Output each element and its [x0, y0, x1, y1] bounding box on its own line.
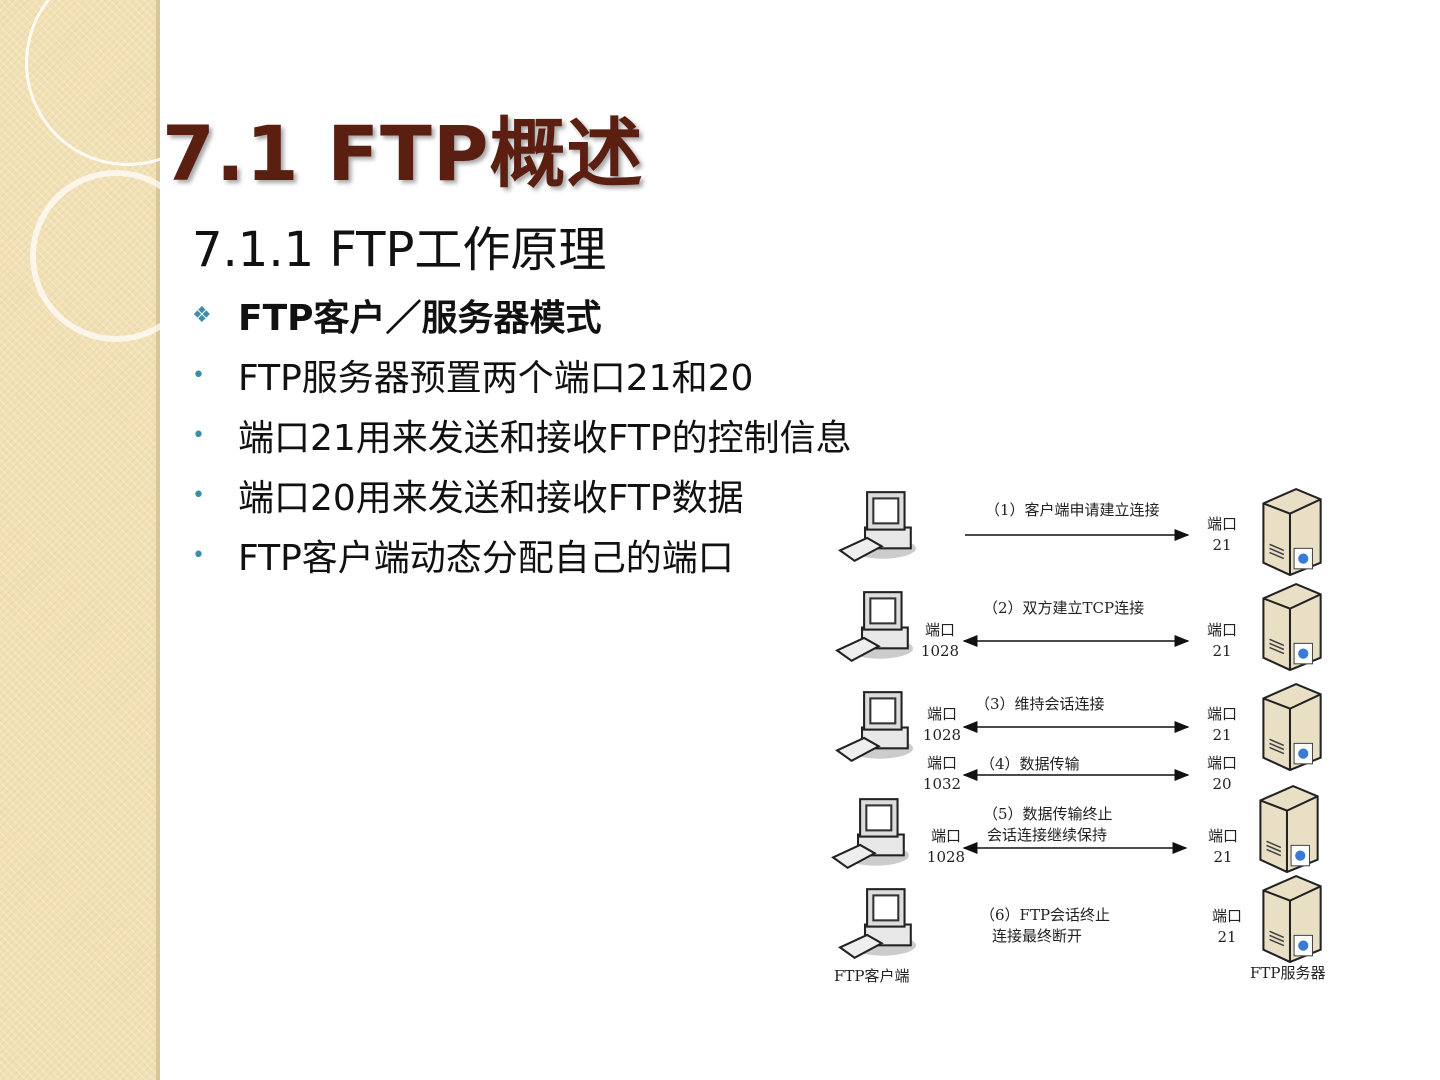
port-number: 1032: [922, 775, 962, 793]
step-1-label: （1）客户端申请建立连接: [985, 501, 1160, 519]
client-caption: FTP客户端: [834, 967, 910, 985]
port-number: 21: [1212, 726, 1232, 744]
client-computer-icon: [831, 798, 911, 869]
bullet-text: FTP客户／服务器模式: [238, 298, 602, 339]
port-number: 21: [1217, 928, 1237, 946]
dot-bullet-icon: •: [192, 482, 205, 508]
server-port: 端口 21: [1205, 906, 1249, 948]
port-number: 1028: [920, 642, 960, 660]
step-6-label: （6）FTP会话终止连接最终断开: [980, 905, 1110, 947]
bullet-item: ❖ FTP客户／服务器模式: [192, 285, 852, 345]
slide-title: 7.1 FTP概述: [162, 109, 644, 198]
dot-bullet-icon: •: [192, 362, 205, 388]
port-number: 20: [1212, 775, 1232, 793]
client-computer-icon: [838, 491, 918, 562]
port-label: 端口: [1206, 705, 1237, 723]
step-6-line-1: （6）FTP会话终止: [980, 906, 1111, 924]
bullet-item: • 端口21用来发送和接收FTP的控制信息: [192, 405, 852, 465]
diamond-bullet-icon: ❖: [192, 302, 212, 328]
client-port: 端口 1028: [920, 704, 964, 746]
step-2-label: （2）双方建立TCP连接: [983, 599, 1145, 617]
port-label: 端口: [926, 754, 957, 772]
port-number: 21: [1212, 642, 1232, 660]
bullet-text: 端口20用来发送和接收FTP数据: [238, 478, 744, 519]
dot-bullet-icon: •: [192, 542, 205, 568]
port-label: 端口: [924, 621, 955, 639]
side-band-edge: [156, 0, 160, 1080]
client-computer-icon: [838, 888, 918, 959]
step-5-line-1: （5）数据传输终止: [983, 805, 1113, 823]
port-number: 21: [1212, 536, 1232, 554]
server-port: 端口 20: [1200, 753, 1244, 795]
step-6-line-2: 连接最终断开: [992, 927, 1083, 945]
server-icon: [1262, 583, 1322, 671]
server-port: 端口 21: [1200, 620, 1244, 662]
port-label: 端口: [1206, 754, 1237, 772]
bullet-text: FTP客户端动态分配自己的端口: [238, 538, 734, 579]
step-5-line-2: 会话连接继续保持: [987, 826, 1108, 844]
step-3-label: （3）维持会话连接: [975, 695, 1105, 713]
port-label: 端口: [930, 827, 961, 845]
server-icon: [1262, 488, 1322, 576]
step-4-label: （4）数据传输: [980, 755, 1080, 773]
port-number: 1028: [926, 848, 966, 866]
port-label: 端口: [1207, 827, 1238, 845]
port-number: 1028: [922, 726, 962, 744]
server-caption: FTP服务器: [1250, 964, 1326, 982]
client-port: 端口 1028: [924, 826, 968, 868]
server-port: 端口 21: [1201, 826, 1245, 868]
client-port: 端口 1028: [918, 620, 962, 662]
bullet-item: • 端口20用来发送和接收FTP数据: [192, 465, 852, 525]
server-icon: [1259, 785, 1319, 873]
port-label: 端口: [1206, 621, 1237, 639]
dot-bullet-icon: •: [192, 422, 205, 448]
port-label: 端口: [1211, 907, 1242, 925]
bullet-list: ❖ FTP客户／服务器模式 • FTP服务器预置两个端口21和20 • 端口21用来发…: [192, 285, 852, 585]
decor-circle: [30, 170, 202, 342]
bullet-text: 端口21用来发送和接收FTP的控制信息: [238, 418, 852, 459]
bullet-item: • FTP客户端动态分配自己的端口: [192, 525, 852, 585]
server-port: 端口 21: [1200, 514, 1244, 556]
server-port: 端口 21: [1200, 704, 1244, 746]
step-5-label: （5）数据传输终止会话连接继续保持: [983, 804, 1113, 846]
port-label: 端口: [926, 705, 957, 723]
bullet-item: • FTP服务器预置两个端口21和20: [192, 345, 852, 405]
port-number: 21: [1213, 848, 1233, 866]
port-label: 端口: [1206, 515, 1237, 533]
slide-subtitle: 7.1.1 FTP工作原理: [192, 222, 607, 278]
server-icon: [1262, 683, 1322, 771]
client-computer-icon: [835, 591, 915, 662]
client-computer-icon: [835, 691, 915, 762]
server-icon: [1262, 875, 1322, 963]
bullet-text: FTP服务器预置两个端口21和20: [238, 358, 754, 399]
client-port: 端口 1032: [920, 753, 964, 795]
